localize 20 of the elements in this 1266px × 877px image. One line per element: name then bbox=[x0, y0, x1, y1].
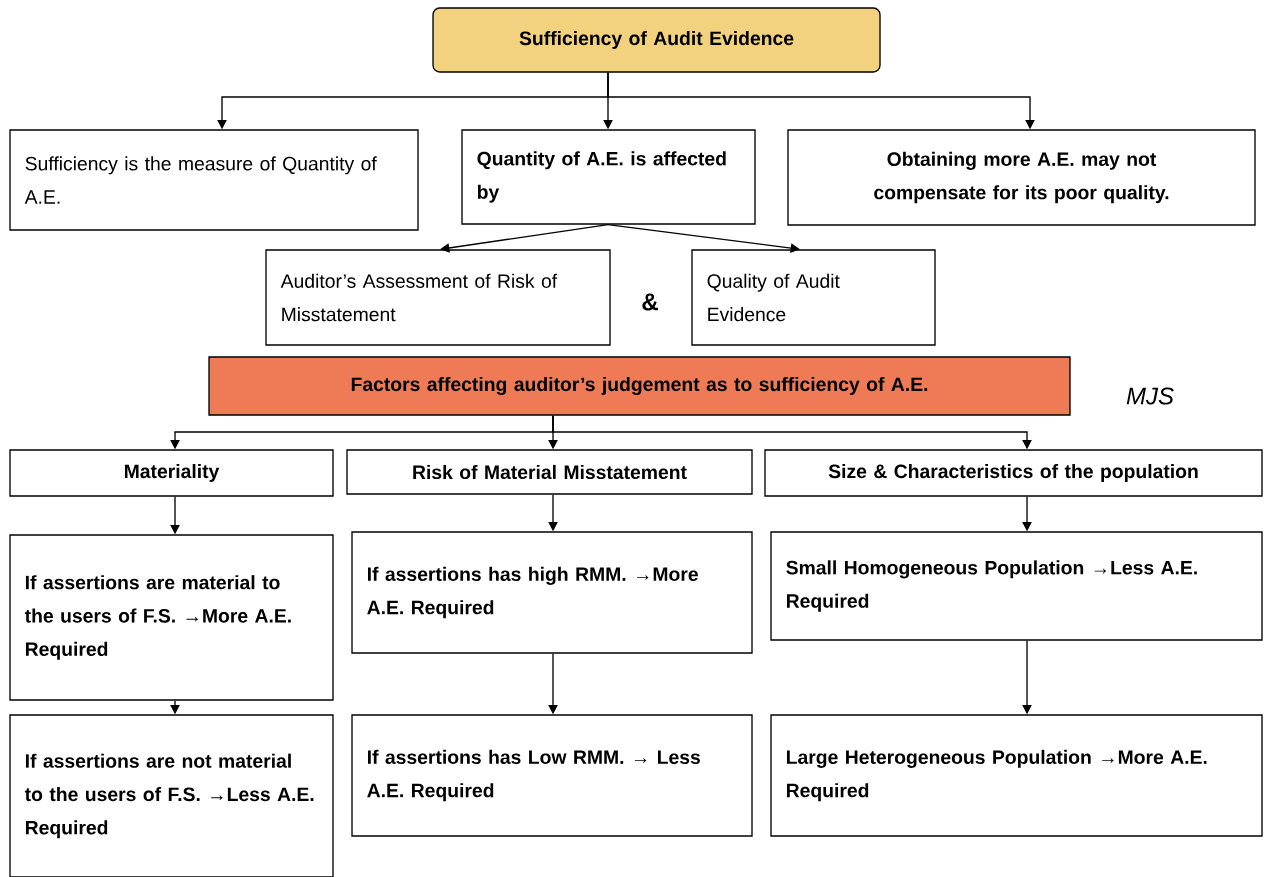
text-box: Risk of Material Misstatement bbox=[346, 449, 753, 495]
handwritten-note: MJS bbox=[1126, 387, 1174, 405]
title-box: Sufficiency of Audit Evidence bbox=[432, 7, 881, 73]
arrow bbox=[440, 224, 609, 253]
text-box: Small Homogeneous Population →Less A.E. Required bbox=[770, 531, 1263, 641]
text-box: If assertions are material to the users of F.S. →More A.E. Required bbox=[9, 534, 334, 701]
text-box: Obtaining more A.E. may not compensate for its poor quality. bbox=[787, 129, 1256, 226]
text-box: Quality of Audit Evidence bbox=[691, 249, 936, 346]
amp-sign: & bbox=[642, 293, 658, 311]
arrow bbox=[607, 224, 800, 253]
text-box: If assertions has Low RMM. → Less A.E. Required bbox=[351, 714, 753, 837]
text-box: Quantity of A.E. is affected by bbox=[461, 129, 756, 225]
banner-box: Factors affecting auditor’s judgement as to sufficiency of A.E. bbox=[208, 356, 1071, 416]
text-box: Auditor’s Assessment of Risk of Misstatement bbox=[265, 249, 611, 346]
text-box: Large Heterogeneous Population →More A.E. Required bbox=[770, 714, 1263, 837]
text-box: If assertions has high RMM. →More A.E. Required bbox=[351, 531, 753, 654]
text-box: If assertions are not material to the users of F.S. →Less A.E. Required bbox=[9, 714, 334, 877]
text-box: Size & Characteristics of the population bbox=[764, 449, 1263, 497]
text-box: Sufficiency is the measure of Quantity of A.E. bbox=[9, 129, 419, 231]
text-box: Materiality bbox=[9, 449, 334, 497]
